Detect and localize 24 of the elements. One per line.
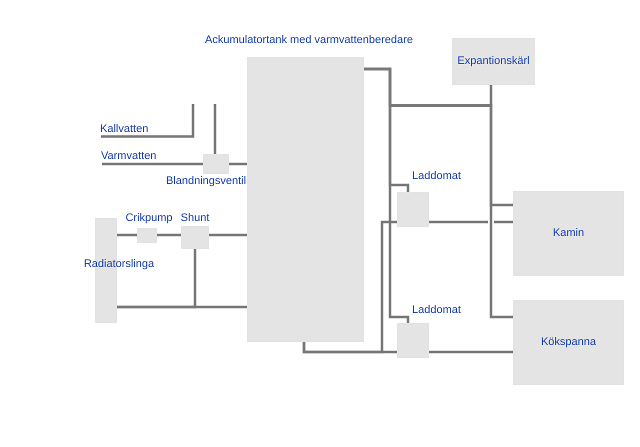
pipe-line [229, 162, 247, 166]
pipe-line [102, 162, 203, 166]
heater-block: Kamin [513, 191, 624, 276]
pipe-line [214, 104, 216, 154]
pipe-line [302, 342, 397, 354]
unit-label: Laddomat [412, 304, 461, 317]
pipe-line [101, 104, 194, 138]
unit-label: Laddomat [412, 170, 461, 183]
pipe-line [209, 234, 247, 236]
pipe-line [117, 249, 196, 308]
pipe-line [117, 234, 137, 236]
pump-label: Crikpump [125, 212, 173, 225]
pipe-line [364, 68, 410, 323]
tank-label: Ackumulatortank med varmvattenberedare [205, 34, 413, 47]
valve-label: Shunt [180, 212, 210, 225]
heater-block: Kökspanna [513, 300, 624, 385]
pipe-line [429, 350, 513, 354]
valve-label: Blandningsventil [166, 175, 246, 188]
pipe-line [157, 234, 181, 236]
pipe-label: Varmvatten [101, 150, 156, 163]
expansion-tank: Expantionskärl [452, 38, 535, 85]
pipe-label: Kallvatten [100, 123, 148, 136]
radiator-label: Radiatorslinga [84, 258, 154, 271]
pipe-line [428, 220, 514, 224]
